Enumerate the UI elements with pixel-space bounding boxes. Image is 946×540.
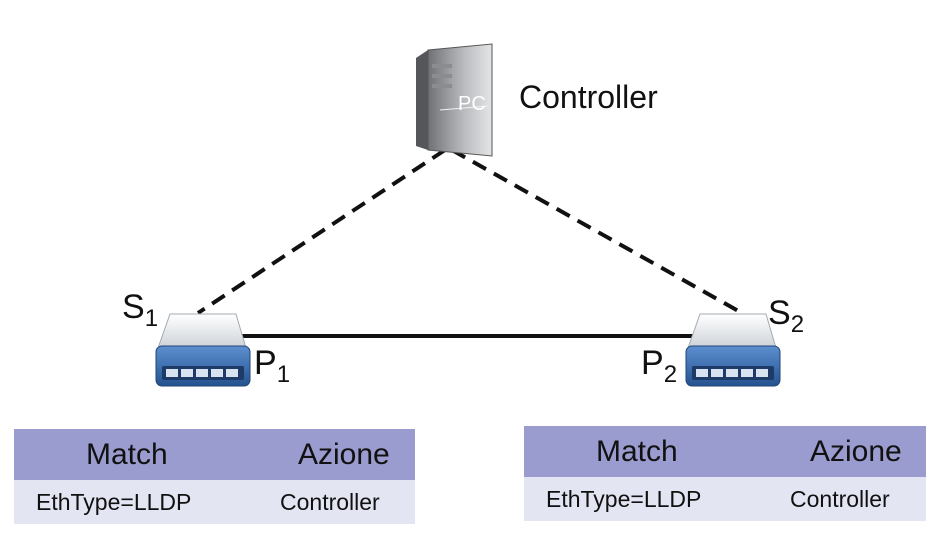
cell-match: EthType=LLDP (14, 480, 256, 524)
cell-action: Controller (256, 480, 415, 524)
flow-table-header: Match Azione (14, 429, 415, 480)
control-link-s2 (451, 148, 743, 315)
control-link-s1 (196, 148, 447, 315)
header-action: Azione (766, 426, 926, 477)
flow-table-s1: Match Azione EthType=LLDP Controller (14, 429, 415, 524)
switch-s2-label: S2 (768, 294, 805, 338)
port-p2-label: P2 (641, 344, 678, 388)
flow-table-header: Match Azione (524, 426, 926, 477)
switch-s2-icon (685, 313, 781, 387)
flow-table-s2: Match Azione EthType=LLDP Controller (524, 426, 926, 521)
server-tower-icon: PC (416, 43, 493, 157)
cell-action: Controller (766, 477, 926, 521)
controller-label: Controller (519, 79, 658, 115)
header-match: Match (14, 429, 256, 480)
cell-match: EthType=LLDP (524, 477, 766, 521)
table-row: EthType=LLDP Controller (14, 480, 415, 524)
pc-icon-text: PC (458, 93, 486, 115)
table-row: EthType=LLDP Controller (524, 477, 926, 521)
header-match: Match (524, 426, 766, 477)
port-p1-label: P1 (254, 344, 291, 388)
switch-s1-label: S1 (122, 288, 159, 332)
header-action: Azione (256, 429, 415, 480)
switch-s1-icon (155, 313, 251, 387)
